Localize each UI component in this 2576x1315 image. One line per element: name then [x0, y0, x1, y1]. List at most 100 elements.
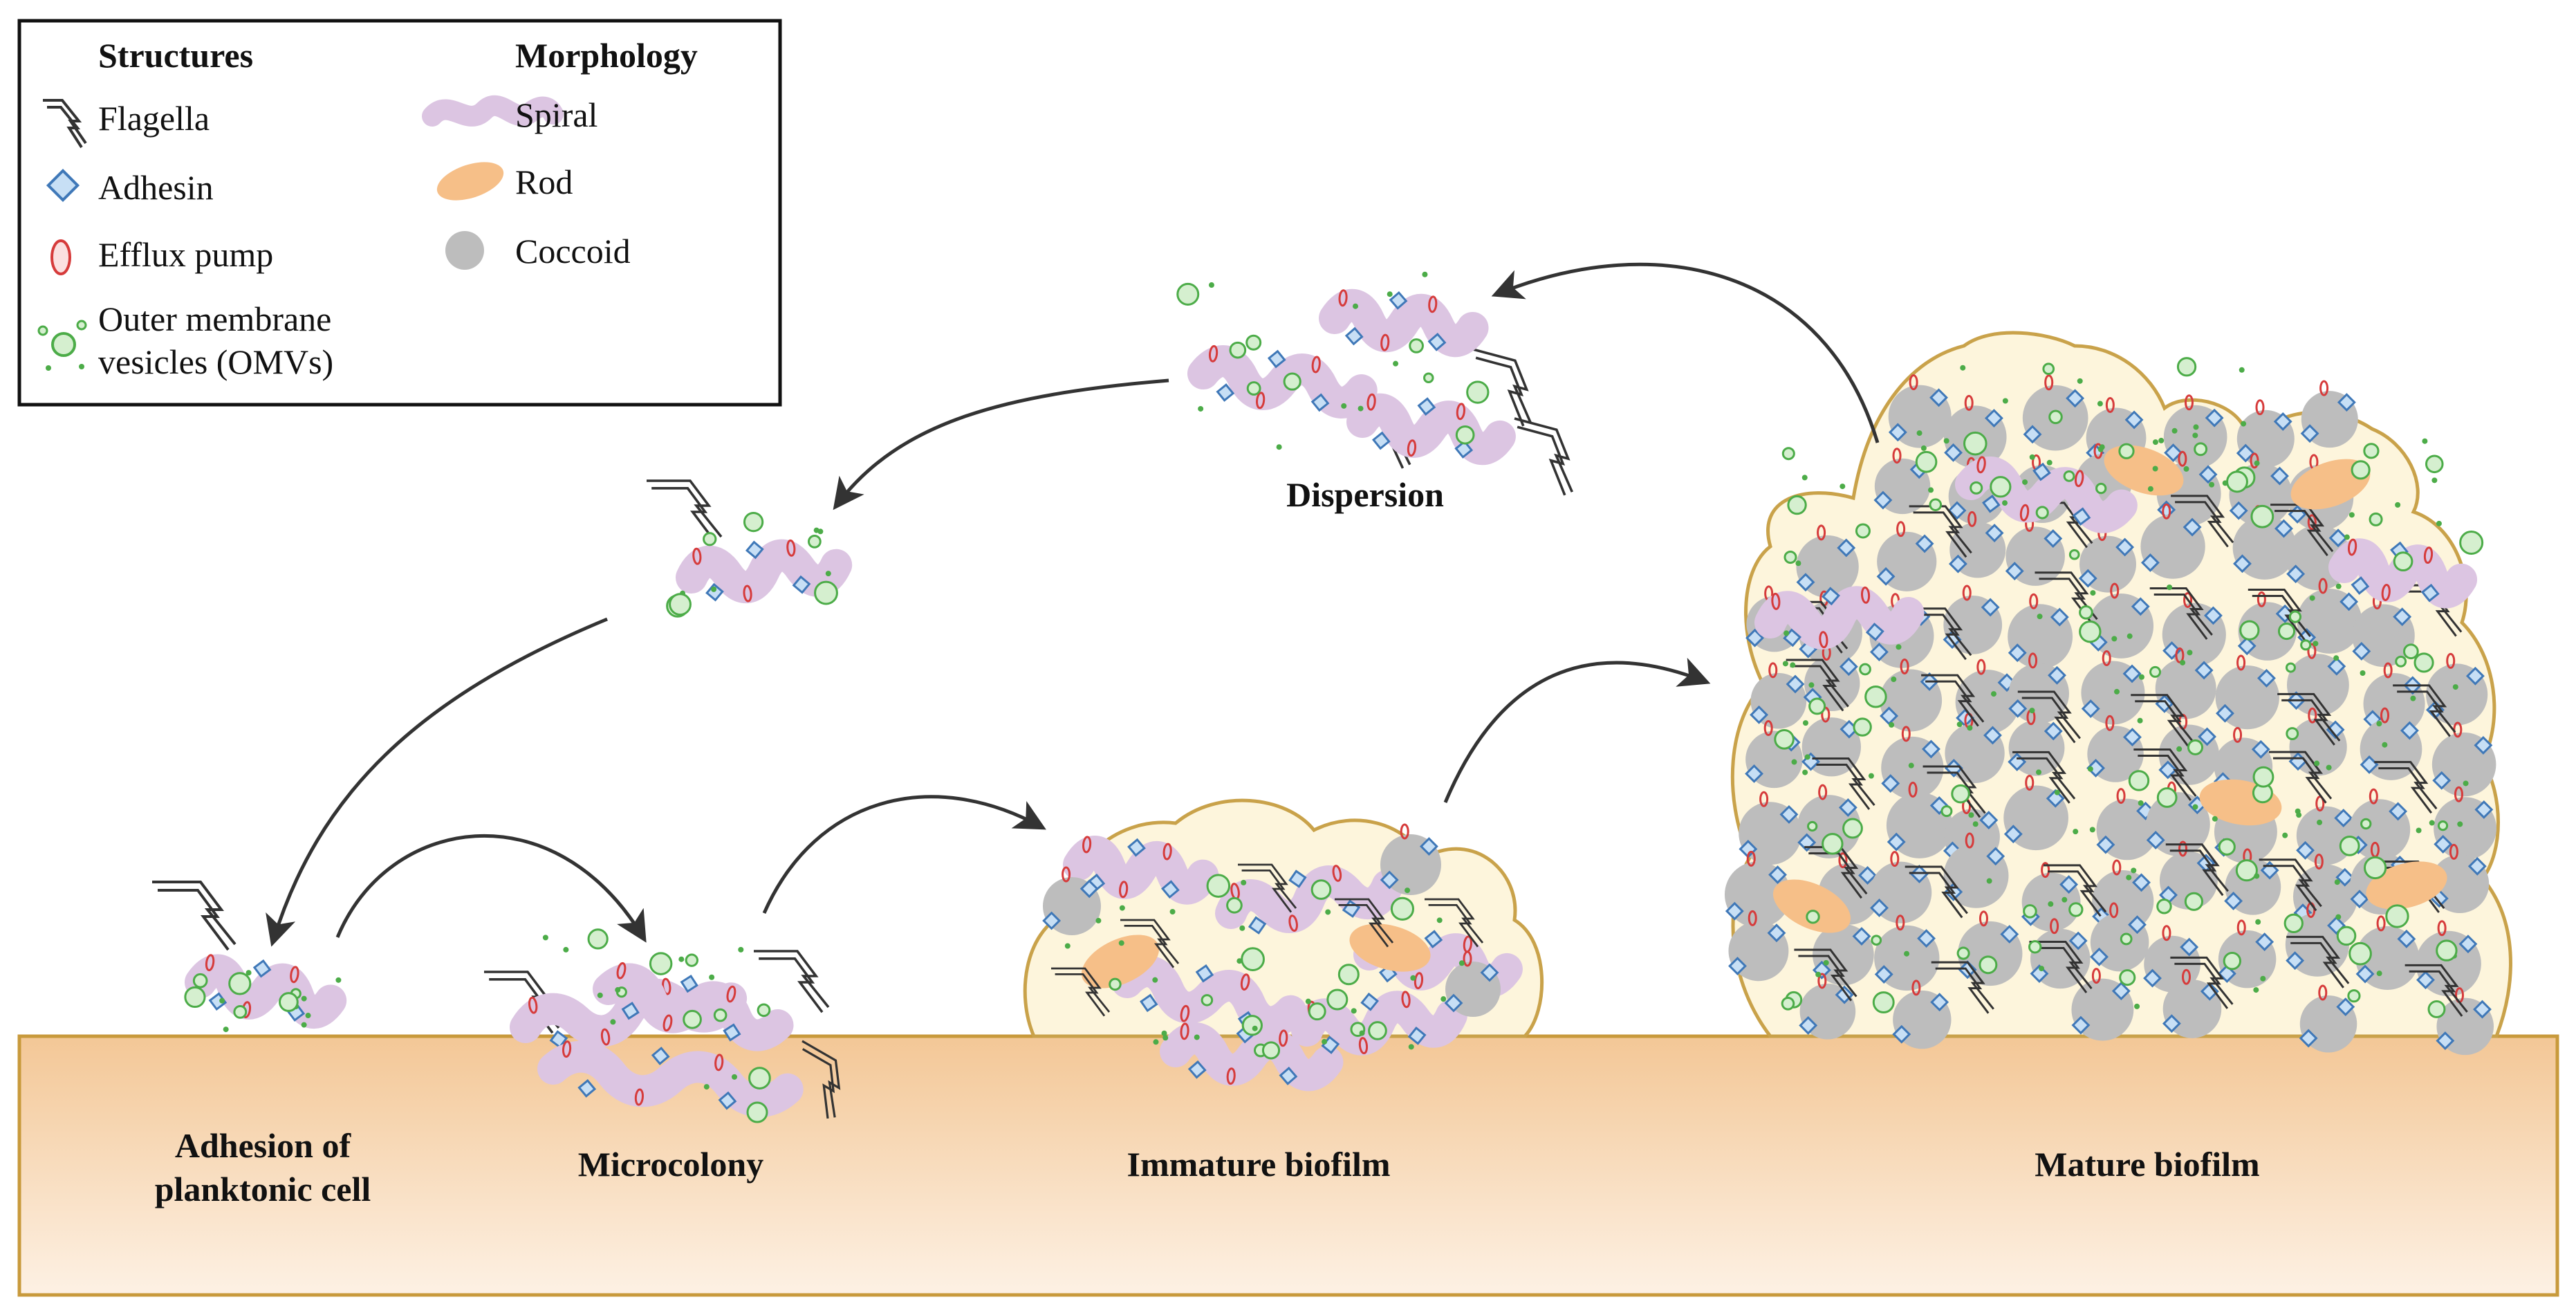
adhesin-icon [1417, 397, 1436, 416]
omv-icon [2314, 760, 2320, 766]
flagellum-strand [2404, 964, 2468, 1013]
omv-icon [587, 928, 609, 950]
efflux-pump-icon [2437, 920, 2447, 937]
flagella-icon [1794, 948, 1857, 1002]
omv-icon [2158, 437, 2165, 443]
flagellum-strand [1921, 674, 1985, 723]
adhesin-icon [2286, 564, 2306, 584]
adhesin-icon [745, 540, 764, 560]
adhesin-icon [1389, 291, 1408, 310]
omv-icon [2022, 479, 2028, 485]
flagella-icon [647, 479, 723, 543]
omv-icon [2336, 926, 2357, 946]
efflux-pump-icon [2178, 840, 2188, 857]
omv-icon [2395, 655, 2407, 668]
adhesin-icon [2081, 699, 2100, 718]
adhesin-icon [705, 582, 724, 602]
adhesin-icon [2236, 443, 2255, 463]
omv-icon [711, 586, 717, 592]
omv-icon [2223, 952, 2241, 971]
omv-icon [1904, 950, 1910, 957]
omv-icon [2126, 633, 2133, 639]
spiral-cell [1319, 288, 1489, 358]
flagellum-strand [759, 957, 824, 1013]
omv-icon [2167, 584, 2173, 590]
omv-icon [1095, 917, 1102, 923]
omv-icon [2068, 902, 2084, 917]
flagellum-strand [1794, 948, 1857, 997]
efflux-pump-icon [2250, 452, 2259, 469]
omv-icon [223, 1027, 229, 1033]
efflux-pump-icon [1311, 356, 1321, 374]
adhesin-icon [1279, 1067, 1298, 1085]
adhesin-icon [2327, 656, 2346, 676]
spiral-body [1187, 345, 1378, 419]
adhesin-icon [2123, 728, 2142, 747]
adhesin-icon [1852, 927, 1871, 946]
flagellum-strand [2274, 510, 2328, 557]
spiral-body [1754, 586, 1925, 650]
adhesin-icon [1865, 623, 1884, 641]
adhesin-icon [252, 959, 272, 978]
omv-icon [2252, 766, 2274, 788]
adhesin-icon [2200, 982, 2219, 1001]
omv-icon [563, 946, 569, 953]
omv-icon [1109, 977, 1122, 991]
efflux-pump-icon [2454, 786, 2463, 802]
efflux-pump-icon [692, 547, 702, 565]
adhesin-icon [2044, 721, 2063, 741]
omv-icon [1455, 425, 1475, 445]
omv-icon [2260, 975, 2266, 982]
efflux-pump-icon [714, 1054, 724, 1072]
rod-cell [1349, 923, 1431, 972]
omv-icon [2393, 551, 2413, 572]
omv-icon [2087, 766, 2093, 772]
adhesin-icon [2078, 569, 2097, 588]
adhesin-icon [2090, 947, 2109, 966]
flagellum-strand [2017, 757, 2070, 804]
omv-icon [2029, 454, 2035, 460]
adhesin-icon [2000, 925, 2019, 944]
omv-icon [2114, 688, 2120, 695]
omv-icon [2046, 459, 2053, 466]
omv-icon [1206, 874, 1231, 898]
omv-icon [2118, 443, 2135, 459]
efflux-pump-icon [2182, 968, 2192, 985]
spiral-body [185, 954, 347, 1029]
omv-icon [1889, 721, 1895, 728]
omv-icon [2283, 913, 2304, 933]
omv-icon [1891, 677, 1897, 683]
omv-icon [649, 952, 673, 975]
efflux-pump-icon [726, 985, 736, 1003]
omv-icon [2029, 708, 2035, 714]
adhesin-icon [2334, 809, 2353, 828]
flagellum-strand [2029, 941, 2093, 989]
adhesin-icon [2194, 661, 2214, 680]
efflux-pump-icon [1748, 910, 1757, 926]
flagellum-strand [2131, 694, 2194, 743]
omv-icon [1804, 754, 1810, 760]
legend-morphology-title: Morphology [515, 36, 698, 75]
spiral-body [593, 963, 794, 1051]
flagellum-strand [1517, 425, 1566, 496]
efflux-pump-icon [1763, 720, 1773, 737]
omv-icon [1823, 959, 1829, 966]
efflux-pump-icon [1911, 980, 1921, 996]
omv-icon [1855, 523, 1871, 539]
adhesin-icon [1187, 1060, 1207, 1079]
omv-icon [2209, 481, 2215, 488]
omv-icon [1246, 381, 1261, 396]
flagella-icon [2374, 761, 2438, 814]
adhesin-icon [2216, 704, 2234, 723]
omv-icon [713, 1008, 728, 1022]
omv-icon [1871, 935, 1882, 946]
omv-icon [2156, 899, 2172, 914]
efflux-pump-icon [2162, 503, 2171, 519]
adhesin-icon [2205, 408, 2224, 427]
adhesin-icon [2032, 462, 2051, 481]
adhesin-icon [2072, 507, 2091, 526]
spiral-cell [185, 954, 347, 1029]
flagella-icon [2012, 751, 2076, 804]
omv-icon [1252, 1025, 1258, 1031]
adhesin-icon [1985, 524, 2004, 542]
